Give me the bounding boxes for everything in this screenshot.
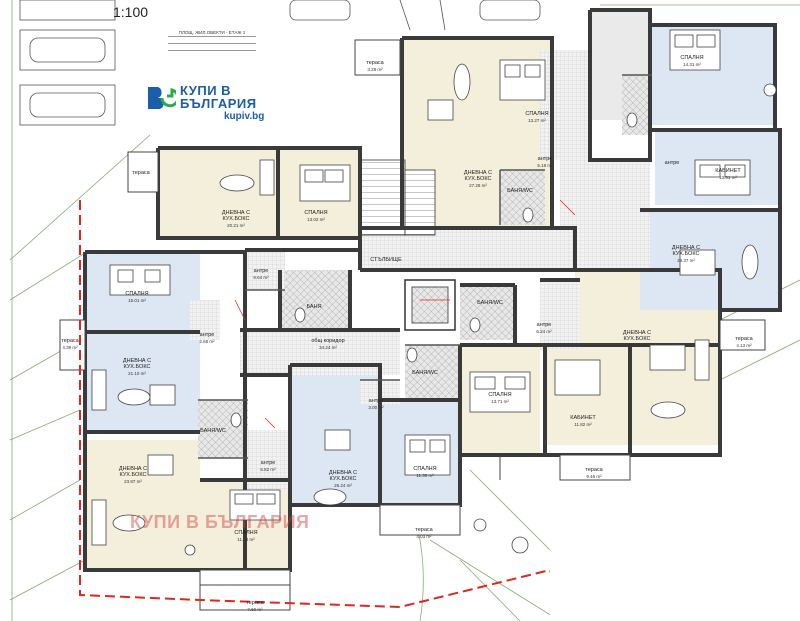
room-area: 4.13 m² [736, 343, 752, 348]
room-area: 29.37 m² [677, 258, 695, 263]
room-label: СПАЛНЯ [525, 111, 549, 117]
area-table-title: ПЛОЩ. ЖИЛ.ОБЕКТИ - ЕТАЖ 1 [178, 30, 246, 35]
room-area: 9.64 m² [253, 275, 269, 280]
room-area: 11.82 m² [574, 422, 592, 427]
room-label: БАНЯ [306, 304, 322, 310]
room-area: 34.24 m² [319, 345, 337, 350]
furniture [91, 29, 777, 586]
scale-label: 1:100 [113, 4, 149, 20]
room-area: 11.30 m² [416, 473, 434, 478]
room-area: 4.03 m² [416, 534, 432, 539]
blank-areas [550, 380, 800, 621]
room-label: антре [368, 398, 384, 404]
room-label: СПАЛНЯ [488, 392, 512, 398]
parking-area [19, 0, 541, 126]
room-area: 26.33 m² [628, 343, 646, 348]
room-label: общ коридор [311, 338, 345, 344]
area-table-row [168, 50, 256, 57]
room-label: БАНЯ/WC [507, 188, 533, 194]
room-label: СПАЛНЯ [304, 210, 328, 216]
room-area: 9.46 m² [586, 474, 602, 479]
room-area: 23.87 m² [124, 479, 142, 484]
room-label: БАНЯ/WC [412, 370, 438, 376]
room-label: СПАЛНЯ [413, 466, 437, 472]
brand-logo: КУПИ В БЪЛГАРИЯ kupiv.bg [146, 83, 286, 123]
room-area: 3.28 m² [367, 67, 383, 72]
room-area: 4.39 m² [62, 345, 78, 350]
room-label: антре [536, 322, 552, 328]
area-table-row [168, 36, 256, 43]
room-area: 6.24 m² [536, 329, 552, 334]
room-label: БАНЯ/WC [200, 428, 226, 434]
watermark: КУПИ В БЪЛГАРИЯ [130, 512, 310, 532]
room-label: тераса [246, 600, 264, 606]
room-area: 5.18 m² [537, 163, 553, 168]
room-label: тераса [585, 467, 603, 473]
room-area: 15.01 m² [128, 298, 146, 303]
dimension-marks [234, 199, 576, 429]
room-label: СПАЛНЯ [680, 55, 704, 61]
room-label: КАБИНЕТ [570, 415, 596, 421]
room-area: 26.24 m² [334, 483, 352, 488]
inner-walls [198, 74, 652, 459]
room-label: тераса [366, 60, 384, 66]
logo-mark-icon [148, 87, 176, 109]
room-label: антре [253, 268, 269, 274]
room-label: КАБИНЕТ [715, 168, 741, 174]
room-label: тераса [61, 338, 79, 344]
room-area: 20.21 m² [227, 223, 245, 228]
logo-text-line2: БЪЛГАРИЯ [180, 96, 257, 111]
tiled-areas [190, 50, 652, 490]
staircase [359, 159, 456, 331]
room-label: СПАЛНЯ [125, 291, 149, 297]
logo-url: kupiv.bg [224, 111, 265, 122]
room-area: 13.27 m² [528, 118, 546, 123]
area-table: ПЛОЩ. ЖИЛ.ОБЕКТИ - ЕТАЖ 1 [168, 30, 256, 57]
room-label: БАНЯ/WC [477, 300, 503, 306]
room-area: 27.28 m² [469, 183, 487, 188]
room-area: 13.02 m² [307, 217, 325, 222]
room-label: тераса [132, 170, 150, 176]
room-label: тераса [735, 336, 753, 342]
room-label: СПАЛНЯ [234, 530, 258, 536]
room-area: 14.31 m² [683, 62, 701, 67]
room-area: 21.10 m² [128, 371, 146, 376]
room-area: 6.82 m² [260, 467, 276, 472]
room-label: антре [664, 160, 680, 166]
room-label: СТЪЛБИЩЕ [370, 257, 402, 263]
room-label: антре [260, 460, 276, 466]
room-area: 13.71 m² [491, 399, 509, 404]
room-area: 3.00 m² [368, 405, 384, 410]
room-area: 7.60 m² [247, 607, 263, 612]
room-area: 11.24 m² [237, 537, 255, 542]
room-area: 2.68 m² [199, 339, 215, 344]
logo-text-line1: КУПИ В [180, 83, 232, 98]
area-table-row [168, 43, 256, 50]
room-label: антре [537, 156, 553, 162]
room-area: 13.51 m² [719, 175, 737, 180]
room-label: тераса [415, 527, 433, 533]
room-label: антре [199, 332, 215, 338]
